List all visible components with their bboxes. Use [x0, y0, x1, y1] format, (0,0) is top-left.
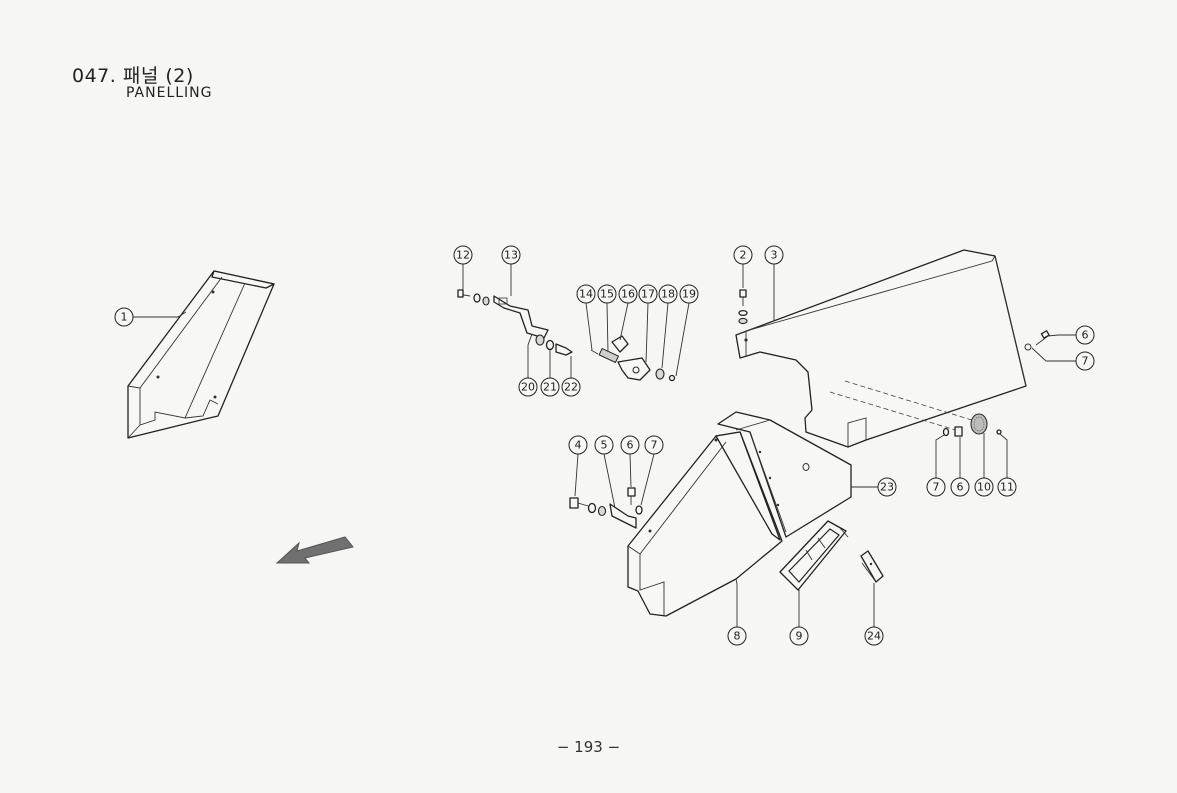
callout-label: 10: [977, 481, 991, 494]
callout-6: 6: [950, 477, 970, 497]
callout-label: 7: [933, 481, 940, 494]
callout-15: 15: [597, 284, 617, 304]
callout-7: 7: [926, 477, 946, 497]
callout-21: 21: [540, 377, 560, 397]
page-title: 047. 패널 (2): [72, 65, 194, 87]
callout-label: 7: [651, 439, 658, 452]
callout-label: 19: [682, 288, 696, 301]
part-8-lower-panel: [627, 431, 783, 617]
parts-4-7-bracket-fasteners: [569, 487, 643, 529]
callout-17: 17: [638, 284, 658, 304]
callout-label: 22: [564, 381, 578, 394]
callout-label: 6: [957, 481, 964, 494]
part-10-reflector: [970, 413, 988, 435]
callout-label: 6: [627, 439, 634, 452]
callout-9: 9: [789, 626, 809, 646]
callout-12: 12: [453, 245, 473, 265]
callout-label: 24: [867, 630, 881, 643]
page-subtitle: PANELLING: [126, 85, 213, 101]
callout-label: 17: [641, 288, 655, 301]
callout-label: 20: [521, 381, 535, 394]
callout-6: 6: [1075, 325, 1095, 345]
callout-2: 2: [733, 245, 753, 265]
callout-label: 3: [771, 249, 778, 262]
callout-label: 15: [600, 288, 614, 301]
callout-label: 14: [579, 288, 593, 301]
callout-8: 8: [727, 626, 747, 646]
callout-20: 20: [518, 377, 538, 397]
part-23-side-plate: [717, 411, 852, 538]
callout-1: 1: [114, 307, 134, 327]
callout-10: 10: [974, 477, 994, 497]
direction-arrow-icon: [275, 536, 354, 564]
callout-5: 5: [594, 435, 614, 455]
part-6-7-lower-fasteners: [942, 426, 1002, 437]
callout-label: 16: [621, 288, 635, 301]
callout-label: 21: [543, 381, 557, 394]
callout-13: 13: [501, 245, 521, 265]
callout-18: 18: [658, 284, 678, 304]
callout-11: 11: [997, 477, 1017, 497]
callout-label: 6: [1082, 329, 1089, 342]
callout-label: 5: [601, 439, 608, 452]
callout-7: 7: [644, 435, 664, 455]
part-3-upper-panel: [735, 249, 1032, 448]
callout-19: 19: [679, 284, 699, 304]
callout-3: 3: [764, 245, 784, 265]
callout-label: 11: [1000, 481, 1014, 494]
callout-label: 12: [456, 249, 470, 262]
callout-23: 23: [877, 477, 897, 497]
callout-label: 18: [661, 288, 675, 301]
callout-label: 8: [734, 630, 741, 643]
callout-7: 7: [1075, 351, 1095, 371]
callout-6: 6: [620, 435, 640, 455]
callout-label: 9: [796, 630, 803, 643]
callout-22: 22: [561, 377, 581, 397]
part-24-bracket: [860, 550, 884, 583]
part-1-side-panel: [127, 270, 275, 439]
parts-12-13-20-22-bracket-assembly: [457, 289, 573, 356]
part-2-screw: [738, 289, 748, 325]
callout-14: 14: [576, 284, 596, 304]
callout-label: 23: [880, 481, 894, 494]
leader-lines: [133, 264, 1076, 627]
part-6-7-right-fasteners: [1035, 330, 1050, 346]
parts-14-19-latch-assembly: [590, 335, 676, 382]
callout-label: 13: [504, 249, 518, 262]
callout-label: 2: [740, 249, 747, 262]
callout-label: 7: [1082, 355, 1089, 368]
page-number: − 193 −: [556, 738, 621, 756]
callout-24: 24: [864, 626, 884, 646]
callout-label: 4: [575, 439, 582, 452]
callout-label: 1: [121, 311, 128, 324]
part-9-handle-frame: [779, 520, 849, 591]
callout-16: 16: [618, 284, 638, 304]
callout-4: 4: [568, 435, 588, 455]
